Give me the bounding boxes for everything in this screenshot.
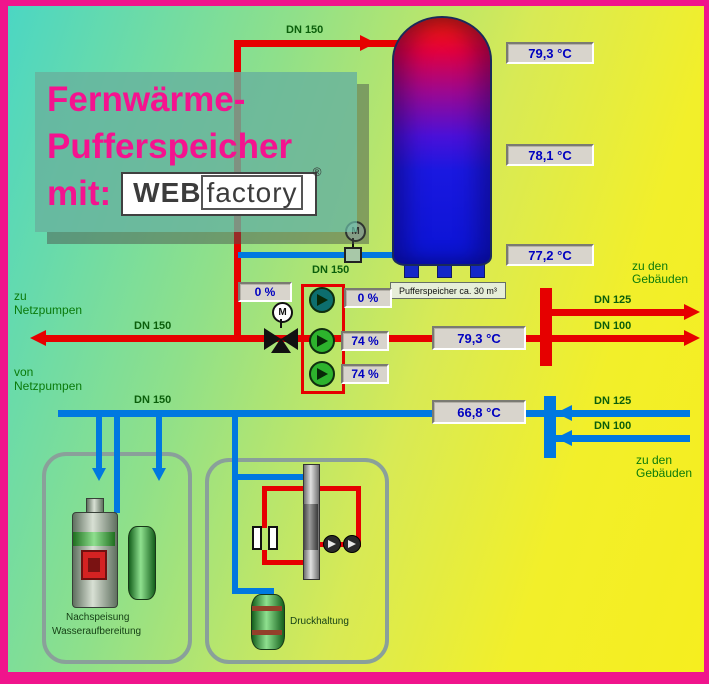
tank-caption: Pufferspeicher ca. 30 m³	[390, 282, 506, 299]
title-line-2: Pufferspeicher	[47, 127, 293, 166]
pipe-blue-pressure-drop	[232, 413, 238, 478]
pipe-red-tank-top	[234, 40, 440, 47]
pipe-blue-tank-charge	[238, 252, 402, 258]
red-distribution-header	[540, 288, 552, 366]
dn-label-charge: DN 150	[312, 264, 350, 276]
temp-display-tank-mid: 78,1 °C	[506, 144, 594, 166]
pipe-blue-feed-drop-1	[96, 413, 102, 473]
von-netzpumpen-label-1: von	[14, 365, 34, 379]
dn-label-red-100: DN 100	[594, 320, 632, 332]
gebaeude-bottom-label-2: Gebäuden	[636, 466, 693, 480]
dosing-unit-band	[73, 532, 115, 546]
motor-icon[interactable]: M	[272, 302, 293, 323]
dn-label-return: DN 150	[134, 394, 172, 406]
druckhaltung-label: Druckhaltung	[290, 616, 349, 627]
heat-exchanger-icon	[268, 526, 278, 550]
arrow-right-icon	[684, 304, 700, 320]
temp-display-supply: 79,3 °C	[432, 326, 526, 350]
gebaeude-bottom-label-1: zu den	[636, 453, 673, 467]
pipe-blue-dn100-branch	[556, 435, 690, 442]
dosing-unit-panel	[81, 550, 107, 580]
pump-1-speed-display: 0 %	[344, 288, 392, 308]
dn-label-blue-100: DN 100	[594, 420, 632, 432]
pump-3-speed-display: 74 %	[341, 364, 389, 384]
valve-stem	[280, 319, 282, 328]
dn-label-supply: DN 150	[134, 320, 172, 332]
pump-2-icon[interactable]	[309, 328, 335, 354]
nachspeisung-label-1: Nachspeisung	[66, 612, 130, 623]
pipe-blue-dn125-branch	[556, 410, 690, 417]
arrow-left-icon	[556, 405, 572, 421]
title-line-1: Fernwärme-	[47, 80, 246, 119]
pressure-vessel-level	[303, 504, 318, 550]
pipe-blue-feed-drop-3	[156, 413, 162, 473]
pipe-red-ph-exv2	[262, 550, 267, 564]
logo-web-text: WEB	[133, 176, 202, 208]
dn-label-top: DN 150	[286, 24, 324, 36]
gebaeude-top-label-2: Gebäuden	[632, 272, 689, 286]
arrow-down-icon	[92, 468, 106, 481]
ph-pump-icon[interactable]	[323, 535, 341, 553]
vessel-band	[252, 606, 282, 611]
pressure-holding-zone	[205, 458, 389, 664]
temp-display-return: 66,8 °C	[432, 400, 526, 424]
softener-cylinder	[128, 526, 156, 600]
vessel-band	[252, 630, 282, 635]
dn-label-red-125: DN 125	[594, 294, 632, 306]
pipe-blue-return-main	[58, 410, 548, 417]
pipe-red-ph-bl	[262, 560, 306, 565]
pump-3-icon[interactable]	[309, 361, 335, 387]
pipe-red-ph-right	[356, 486, 361, 546]
arrow-down-icon	[152, 468, 166, 481]
temp-display-tank-top: 79,3 °C	[506, 42, 594, 64]
three-way-valve-bottom[interactable]	[271, 338, 291, 353]
pipe-blue-ph-bottom	[232, 588, 274, 594]
arrow-left-icon	[556, 430, 572, 446]
zu-netzpumpen-label-2: Netzpumpen	[14, 303, 83, 317]
frame-bottom	[0, 672, 709, 684]
pipe-red-dn100-branch	[552, 335, 686, 342]
pipe-red-ph-tl	[262, 486, 306, 491]
gebaeude-top-label-1: zu den	[632, 259, 669, 273]
valve-stem	[352, 238, 354, 247]
pipe-red-dn125-branch	[552, 309, 686, 316]
arrow-right-icon	[684, 330, 700, 346]
charge-valve[interactable]	[344, 247, 362, 263]
nachspeisung-label-2: Wasseraufbereitung	[52, 626, 142, 637]
pump-2-speed-display: 74 %	[341, 331, 389, 351]
von-netzpumpen-label-2: Netzpumpen	[14, 379, 83, 393]
expansion-vessel	[251, 594, 285, 650]
zu-netzpumpen-label-1: zu	[14, 289, 27, 303]
pipe-red-ph-exv	[262, 486, 267, 528]
blue-collection-header	[544, 396, 556, 458]
frame-left	[0, 0, 8, 684]
frame-top	[0, 0, 709, 6]
arrow-right-icon	[360, 35, 376, 51]
pipe-blue-ph-top	[232, 474, 309, 480]
valve-position-display: 0 %	[238, 282, 292, 302]
dn-label-blue-125: DN 125	[594, 395, 632, 407]
ph-pump-icon[interactable]	[343, 535, 361, 553]
logo-factory-text: factory	[201, 174, 303, 210]
heat-exchanger-icon	[252, 526, 262, 550]
title-line-3: mit:	[47, 174, 112, 213]
buffer-tank[interactable]	[392, 16, 492, 266]
arrow-left-icon	[30, 330, 46, 346]
temp-display-tank-low: 77,2 °C	[506, 244, 594, 266]
pipe-blue-ph-left	[232, 474, 238, 594]
pump-1-icon[interactable]	[309, 287, 335, 313]
pipe-blue-feed-drop-2	[114, 413, 120, 513]
pipe-red-ph-tr	[317, 486, 361, 491]
registered-mark-icon: ®	[312, 164, 322, 179]
frame-right	[704, 0, 709, 684]
dosing-unit-window	[88, 558, 100, 572]
